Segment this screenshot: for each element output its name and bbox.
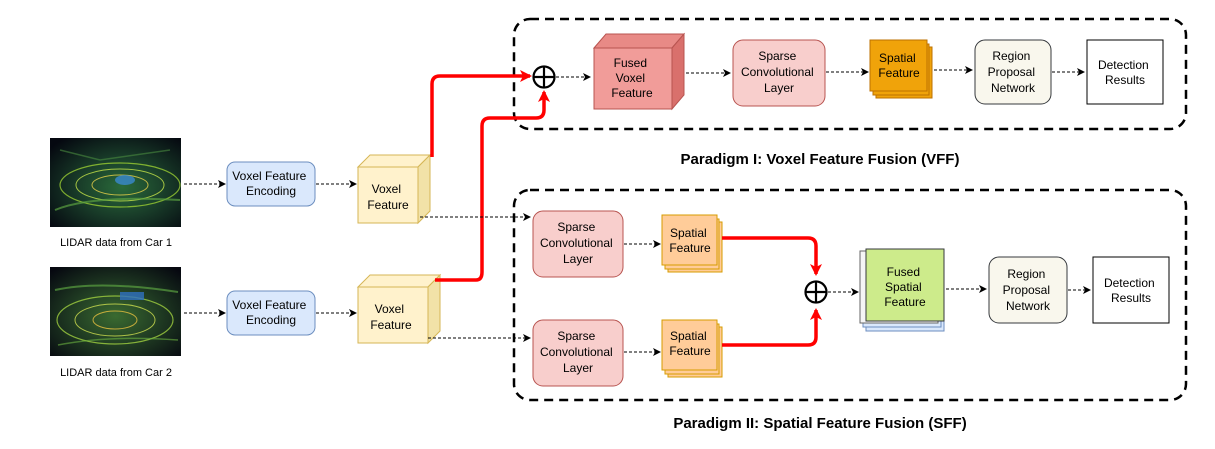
voxel-feature-car1: Voxel Feature [356, 153, 432, 225]
lidar-image-car1 [50, 138, 181, 227]
svg-text:Fused Spatial Feat: Fused Spatial Feature [884, 265, 926, 309]
svg-text:Spatial Feature: Spatial Feature [669, 329, 711, 358]
region-proposal-network-sff: Region Proposal Network [988, 256, 1068, 324]
red-arrow-spatial2-to-sff-fusion [722, 308, 822, 347]
sff-title: Paradigm II: Spatial Feature Fusion (SFF… [673, 415, 966, 432]
spatial-feature-sff2: Spatial Feature [661, 319, 723, 378]
red-arrow-voxel1-to-vff-fusion [430, 70, 532, 157]
svg-text:Detection Results: Detection Results [1098, 58, 1152, 87]
svg-text:Voxel Feature: Voxel Feature [370, 302, 412, 332]
svg-text:Sparse Convolutional: Sparse Convolutional Layer [741, 49, 817, 95]
svg-text:Spatial Feature: Spatial Feature [878, 51, 920, 80]
svg-text:Detection Results: Detection Results [1104, 276, 1158, 305]
svg-text:Voxel Feature Encoding: Voxel Feature Encoding [232, 298, 309, 327]
voxel-feature-encoding-car2: Voxel Feature Encoding [226, 290, 316, 336]
red-arrow-voxel2-to-vff-fusion [435, 90, 550, 282]
spatial-feature-sff1: Spatial Feature [661, 214, 723, 273]
spatial-feature-vff: Spatial Feature [869, 39, 933, 99]
region-proposal-network-vff: Region Proposal Network [974, 39, 1052, 105]
svg-text:Region Proposal Ne: Region Proposal Network [988, 49, 1039, 95]
svg-text:Sparse Convolutional: Sparse Convolutional Layer [540, 220, 616, 266]
svg-text:Voxel Feature Encoding: Voxel Feature Encoding [232, 169, 309, 198]
sff-region [512, 188, 1188, 402]
sparse-conv-layer-vff: Sparse Convolutional Layer [732, 39, 826, 107]
svg-text:Fused Voxel Featur: Fused Voxel Feature [611, 56, 653, 100]
svg-text:Region Proposal Ne: Region Proposal Network [1003, 267, 1054, 313]
red-arrow-spatial1-to-sff-fusion [722, 236, 822, 276]
svg-text:Sparse Convolutional: Sparse Convolutional Layer [540, 329, 616, 375]
vff-title: Paradigm I: Voxel Feature Fusion (VFF) [681, 151, 960, 168]
car1-caption: LIDAR data from Car 1 [60, 237, 172, 249]
sparse-conv-layer-sff2: Sparse Convolutional Layer [532, 319, 624, 387]
sff-fusion-symbol [804, 280, 828, 304]
detection-results-sff: Detection Results [1092, 256, 1170, 324]
voxel-feature-car2: Voxel Feature [356, 273, 442, 345]
sparse-conv-layer-sff1: Sparse Convolutional Layer [532, 210, 624, 278]
lidar-image-car2 [50, 267, 181, 356]
vff-fusion-symbol [532, 65, 556, 89]
fused-voxel-feature: Fused Voxel Feature [592, 32, 686, 111]
vff-region [512, 17, 1188, 131]
car2-caption: LIDAR data from Car 2 [60, 367, 172, 379]
detection-results-vff: Detection Results [1086, 39, 1164, 105]
voxel-feature-encoding-car1: Voxel Feature Encoding [226, 161, 316, 207]
fused-spatial-feature: Fused Spatial Feature [859, 248, 945, 332]
svg-text:Voxel Feature: Voxel Feature [367, 182, 409, 212]
svg-text:Spatial Feature: Spatial Feature [669, 226, 711, 255]
